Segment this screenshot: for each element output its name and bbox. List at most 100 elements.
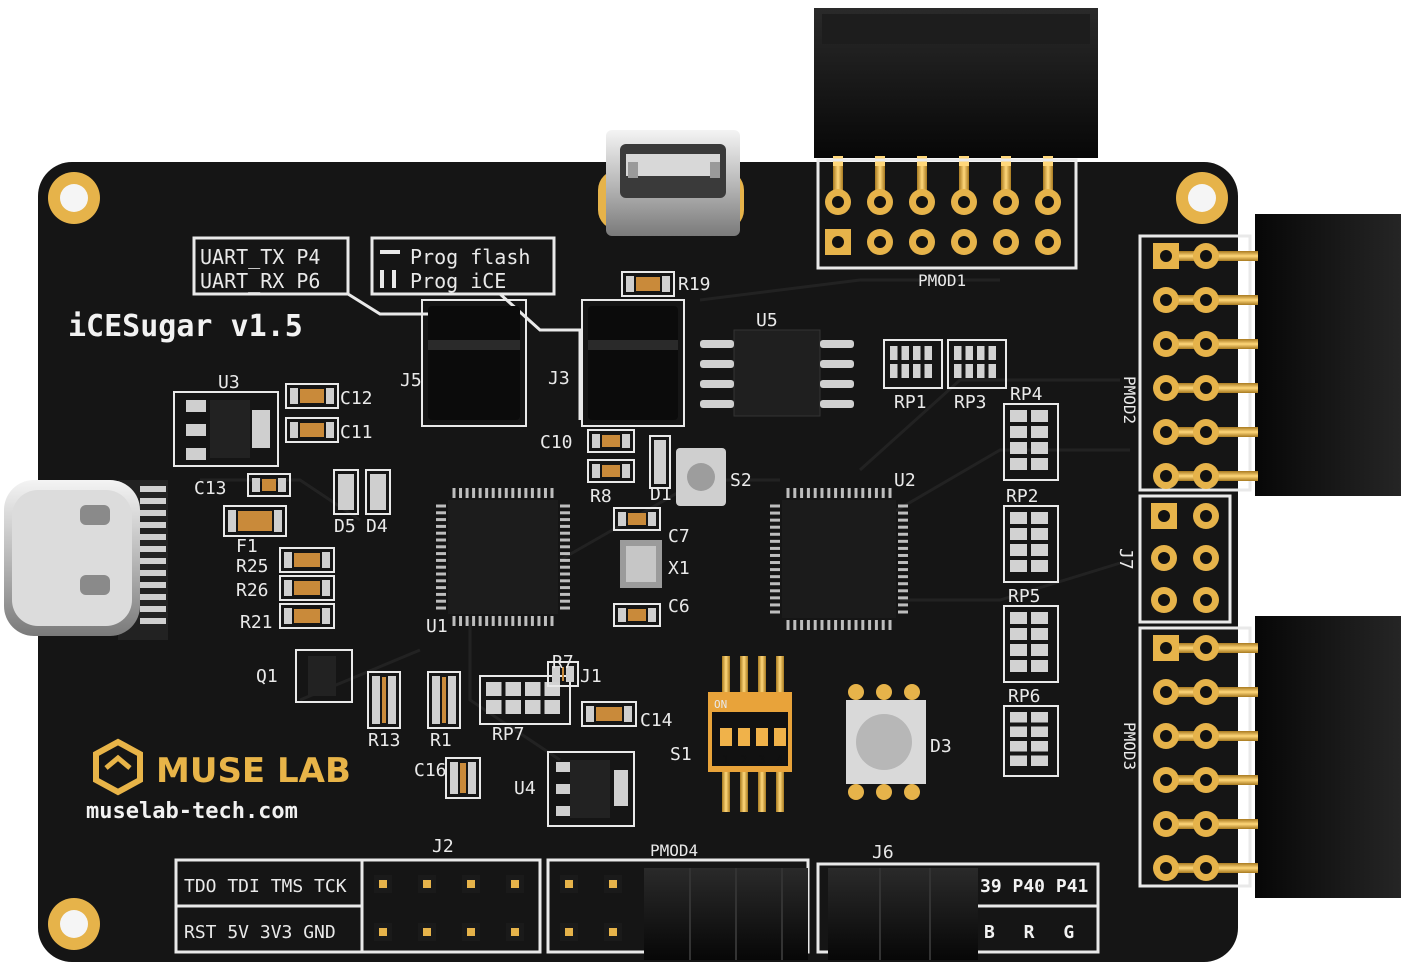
qfp-pin [491, 616, 495, 626]
passive-pad [370, 474, 378, 510]
pad-hole [1200, 470, 1212, 482]
passive-pad [322, 580, 330, 596]
pad-hole [1200, 686, 1212, 698]
refdes-r21: R21 [240, 612, 273, 633]
qfp-pin [436, 538, 446, 542]
qfp-pin [560, 538, 570, 542]
qfp-pin [847, 488, 851, 498]
qfp-pin [786, 488, 790, 498]
passive-pad [658, 440, 666, 484]
passive-body [294, 609, 320, 623]
rpack-pad [1031, 442, 1048, 454]
qfp-pin [459, 488, 463, 498]
passive-pad [586, 706, 594, 722]
qfp-pin [550, 488, 554, 498]
passive-pad [468, 762, 476, 794]
pad-hole [874, 196, 886, 208]
rpack-pad [1031, 528, 1048, 540]
rpack-pad [890, 346, 898, 360]
prog-flash-label: Prog flash [410, 245, 530, 269]
refdes-u2: U2 [894, 470, 916, 491]
qfp-pin [436, 586, 446, 590]
rpack-outline [1003, 505, 1059, 583]
qfp-pin [543, 616, 547, 626]
qfp-pin [898, 525, 908, 529]
passive-pad [322, 608, 330, 624]
passive-body [300, 423, 324, 437]
rpack-pad [924, 364, 932, 378]
rpack-pad [988, 364, 996, 378]
usbc-pin [140, 594, 166, 600]
usbc-pin [140, 606, 166, 612]
pad-hole [1200, 774, 1212, 786]
qfp-pin [543, 488, 547, 498]
qfp-pin [800, 488, 804, 498]
pad-hole [1200, 382, 1212, 394]
pad-hole [1160, 730, 1172, 742]
qfp-pin [770, 546, 780, 550]
passive-pad [592, 434, 600, 448]
usbc-pin [140, 582, 166, 588]
passive-outline [247, 473, 291, 497]
qfp-pin [806, 488, 810, 498]
qfp-pin [898, 603, 908, 607]
rpack-pad [1010, 442, 1027, 454]
qfp-pin [504, 616, 508, 626]
passive-body [294, 581, 320, 595]
refdes-u1: U1 [426, 616, 448, 637]
passive-pad [378, 474, 386, 510]
qfp-pin [511, 488, 515, 498]
pmod3-header [1138, 616, 1401, 898]
pad-hole [1200, 294, 1212, 306]
qfp-pin [898, 532, 908, 536]
rpack-pad [505, 700, 521, 714]
refdes-d1: D1 [650, 484, 672, 505]
passive-pad [618, 608, 626, 622]
pad-hole [1160, 818, 1172, 830]
qfp-pin [517, 616, 521, 626]
qfp-pin [840, 488, 844, 498]
passive-pad [372, 676, 380, 724]
qfp-pin [436, 545, 446, 549]
dip-pin [758, 656, 766, 692]
pin-tip [609, 880, 617, 888]
passive-pad [326, 388, 334, 404]
pad-hole [1000, 236, 1012, 248]
passive-outline [427, 671, 461, 729]
rpack-pad [965, 364, 973, 378]
jtag-label-box: TDO TDI TMS TCK RST 5V 3V3 GND [174, 858, 542, 954]
qfp-pin [868, 488, 872, 498]
passive-pad [448, 676, 456, 724]
qfp-pin [560, 579, 570, 583]
dip-number-label: 3 [758, 753, 765, 767]
passive-pad [346, 474, 354, 510]
rpack-pad [1010, 644, 1027, 656]
pmod4-pins [560, 875, 622, 941]
qfp-pin [874, 620, 878, 630]
qfp-pin [560, 558, 570, 562]
qfp-pin [898, 610, 908, 614]
dip-pin [758, 772, 766, 812]
refdes-u3: U3 [218, 372, 240, 393]
rpack-pad [924, 346, 932, 360]
qfp-pin [786, 620, 790, 630]
refdes-pmod1: PMOD1 [918, 271, 966, 290]
passive-pad [626, 276, 634, 292]
j6-top-label: 39 P40 P41 [980, 876, 1088, 897]
pad-hole [1200, 818, 1212, 830]
rpack-pad [1031, 560, 1048, 572]
rpack-pad [913, 364, 921, 378]
qfp-pin [436, 552, 446, 556]
pad-hole [958, 196, 970, 208]
qfp-pin [770, 568, 780, 572]
refdes-d3: D3 [930, 736, 952, 757]
passive-pad [566, 666, 574, 682]
qfp-pin [560, 592, 570, 596]
refdes-r13: R13 [368, 730, 401, 751]
refdes-j2: J2 [432, 836, 454, 857]
qfp-pin [436, 531, 446, 535]
website-label: muselab-tech.com [86, 799, 298, 824]
rpack-pad [1031, 755, 1048, 766]
qfp-pin [834, 488, 838, 498]
prog-ice-label: Prog iCE [410, 269, 506, 293]
